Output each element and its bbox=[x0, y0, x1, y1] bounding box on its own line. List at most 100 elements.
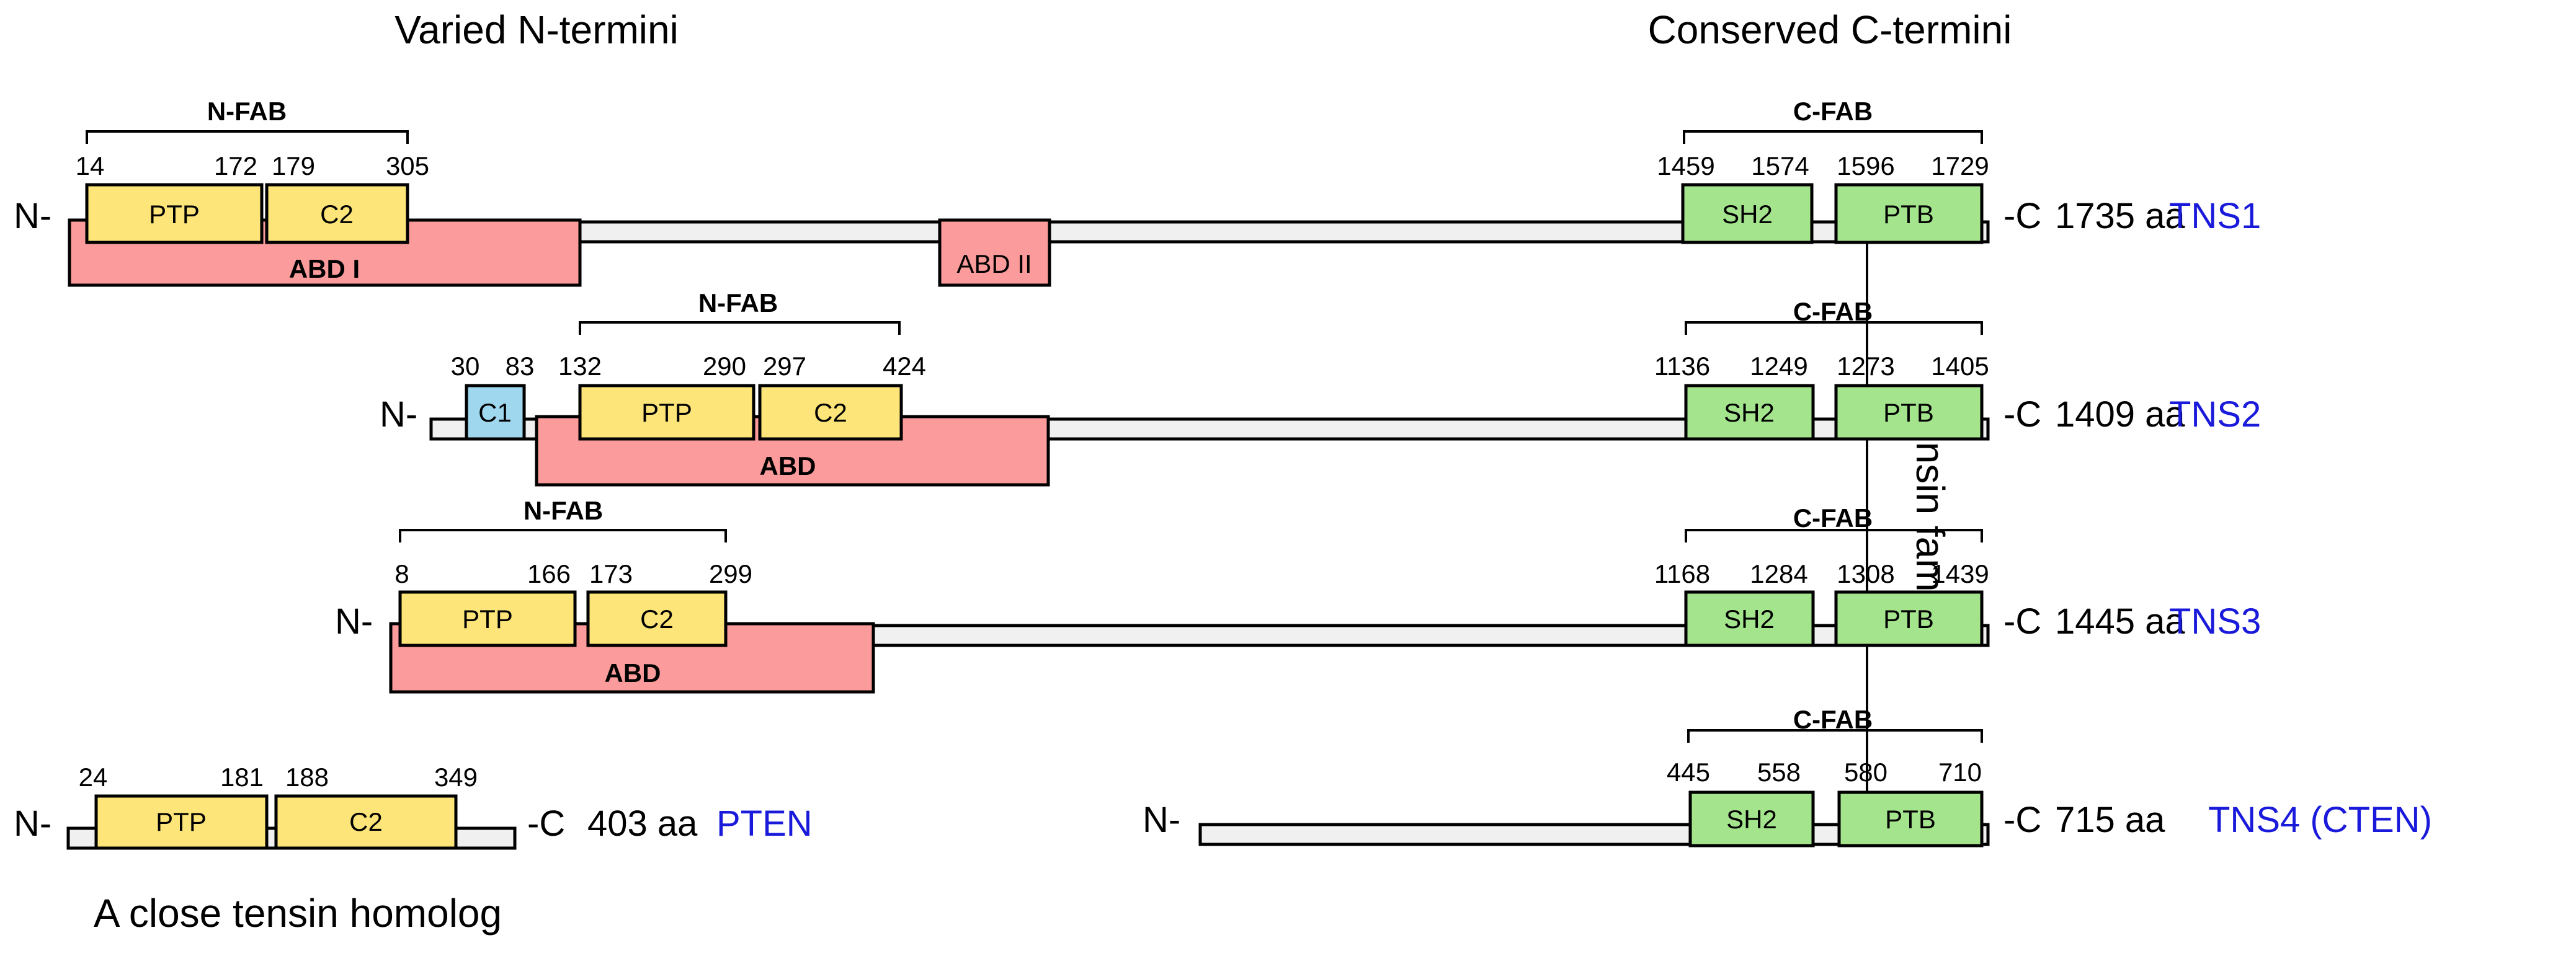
tns4-sh2-label: SH2 bbox=[1726, 805, 1777, 834]
tns2-c-fab-bracket bbox=[1685, 321, 1983, 335]
tns1-c-terminus: -C bbox=[2003, 196, 2041, 236]
pten-ptp-label: PTP bbox=[156, 807, 207, 836]
tns1-pos-sh2-start: 1459 bbox=[1657, 151, 1714, 180]
header-close-tensin-homolog: A close tensin homolog bbox=[94, 891, 502, 936]
tns4-sh2-domain bbox=[1688, 790, 1815, 848]
tns2-name: TNS2 bbox=[2169, 394, 2261, 435]
pten-pos-c2-start: 188 bbox=[285, 763, 329, 792]
row-tns3: ABD PTP C2 N-FAB 8 166 173 299 SH2 PTB C… bbox=[335, 496, 2261, 694]
tns1-n-fab-label: N-FAB bbox=[207, 97, 287, 126]
tns2-pos-ptb-end: 1405 bbox=[1931, 352, 1989, 381]
tns1-pos-c2-start: 179 bbox=[272, 151, 315, 180]
tns4-length: 715 aa bbox=[2055, 800, 2165, 840]
tns1-pos-sh2-end: 1574 bbox=[1751, 151, 1809, 180]
pten-ptp-domain bbox=[94, 794, 269, 850]
tns3-pos-c2-start: 173 bbox=[589, 559, 633, 588]
tns3-pos-sh2-end: 1284 bbox=[1750, 559, 1807, 588]
tns1-pos-ptb-start: 1596 bbox=[1837, 151, 1894, 180]
tns2-length: 1409 aa bbox=[2055, 394, 2185, 435]
tns1-abd-i-label: ABD I bbox=[289, 254, 360, 283]
tns2-sh2-label: SH2 bbox=[1724, 398, 1775, 427]
pten-c2-label: C2 bbox=[349, 807, 383, 836]
tns3-pos-ptp-end: 166 bbox=[527, 559, 571, 588]
tns4-c-fab-bracket bbox=[1687, 729, 1983, 743]
tns4-pos-ptb-start: 580 bbox=[1844, 758, 1887, 787]
tns2-n-terminus: N- bbox=[380, 394, 417, 435]
tns1-pos-ptp-start: 14 bbox=[76, 151, 105, 180]
tns4-pos-ptb-end: 710 bbox=[1938, 758, 1982, 787]
header-varied-n-termini: Varied N-termini bbox=[394, 7, 679, 52]
tns1-c-fab-bracket bbox=[1683, 130, 1983, 144]
tns3-c2-domain bbox=[586, 590, 728, 647]
pten-c2-domain bbox=[274, 794, 458, 850]
tns3-pos-c2-end: 299 bbox=[709, 559, 752, 588]
tns4-n-terminus: N- bbox=[1143, 800, 1180, 840]
header-conserved-c-termini: Conserved C-termini bbox=[1648, 7, 2012, 52]
tns1-ptp-domain bbox=[85, 183, 264, 244]
tns2-c-terminus: -C bbox=[2003, 394, 2041, 435]
tns1-c-fab-label: C-FAB bbox=[1793, 97, 1873, 126]
tns4-c-terminus: -C bbox=[2003, 800, 2041, 840]
tns1-ptb-domain bbox=[1834, 183, 1984, 244]
tns4-name: TNS4 (CTEN) bbox=[2208, 800, 2432, 840]
row-tns2: ABD C1 30 83 PTP C2 N-FAB 132 290 297 42… bbox=[380, 288, 2261, 487]
pten-pos-ptp-end: 181 bbox=[220, 763, 264, 792]
pten-c-terminus: -C bbox=[527, 803, 565, 844]
tns3-sh2-label: SH2 bbox=[1724, 604, 1775, 634]
tns4-pos-sh2-start: 445 bbox=[1667, 758, 1710, 787]
tns2-pos-sh2-end: 1249 bbox=[1750, 352, 1807, 381]
tns3-length: 1445 aa bbox=[2055, 601, 2185, 642]
tns3-pos-sh2-start: 1168 bbox=[1654, 559, 1710, 588]
tns1-length: 1735 aa bbox=[2055, 196, 2185, 236]
tns1-c2-label: C2 bbox=[320, 200, 354, 229]
tns3-backbone bbox=[871, 624, 1990, 647]
tns4-ptb-label: PTB bbox=[1885, 805, 1936, 834]
tns1-sh2-label: SH2 bbox=[1722, 200, 1773, 229]
tns2-pos-ptp-start: 132 bbox=[558, 352, 602, 381]
tns1-pos-c2-end: 305 bbox=[386, 151, 429, 180]
tns3-n-terminus: N- bbox=[335, 601, 373, 642]
tns1-name: TNS1 bbox=[2169, 196, 2261, 236]
tns2-c1-label: C1 bbox=[478, 398, 512, 427]
tns2-ptb-label: PTB bbox=[1883, 398, 1934, 427]
tns4-c-fab-label: C-FAB bbox=[1793, 705, 1873, 734]
tns3-c2-label: C2 bbox=[640, 604, 674, 634]
tns2-c-fab-label: C-FAB bbox=[1793, 297, 1873, 326]
tns3-ptp-label: PTP bbox=[462, 604, 513, 634]
pten-n-terminus: N- bbox=[14, 803, 51, 844]
row-tns1: ABD I ABD II PTP C2 N-FAB 14 172 179 305… bbox=[14, 97, 2261, 287]
tns3-n-fab-label: N-FAB bbox=[524, 496, 603, 525]
pten-pos-ptp-start: 24 bbox=[79, 763, 108, 792]
row-pten: PTP C2 24 181 188 349 N- -C 403 aa PTEN bbox=[14, 763, 813, 850]
tns4-ptb-domain bbox=[1837, 790, 1984, 848]
tns3-c-fab-bracket bbox=[1685, 529, 1983, 542]
tns2-n-fab-label: N-FAB bbox=[698, 288, 778, 317]
tns4-pos-sh2-end: 558 bbox=[1757, 758, 1801, 787]
tns2-pos-c2-start: 297 bbox=[763, 352, 806, 381]
tns2-pos-sh2-start: 1136 bbox=[1654, 352, 1710, 381]
tns2-pos-c1-start: 30 bbox=[451, 352, 480, 381]
tns1-abd-ii-label: ABD II bbox=[956, 249, 1032, 278]
tns2-sh2-domain bbox=[1684, 384, 1815, 441]
tns2-c1-domain bbox=[465, 384, 526, 441]
tns3-pos-ptb-start: 1308 bbox=[1837, 559, 1894, 588]
tns1-c2-domain bbox=[265, 183, 409, 244]
tns3-abd-label: ABD bbox=[605, 658, 661, 688]
tns1-n-fab-bracket bbox=[86, 130, 409, 144]
tns3-ptb-label: PTB bbox=[1883, 604, 1934, 634]
tns2-ptp-label: PTP bbox=[641, 398, 692, 427]
pten-pos-c2-end: 349 bbox=[434, 763, 478, 792]
tns1-ptb-label: PTB bbox=[1883, 200, 1934, 229]
tns2-pos-c1-end: 83 bbox=[506, 352, 535, 381]
tns2-n-fab-bracket bbox=[579, 321, 901, 335]
tns3-sh2-domain bbox=[1684, 590, 1815, 647]
tns2-abd-label: ABD bbox=[760, 451, 816, 480]
pten-name: PTEN bbox=[716, 803, 813, 844]
tns1-sh2-domain bbox=[1681, 183, 1814, 244]
tns1-n-terminus: N- bbox=[14, 196, 51, 236]
tns3-c-terminus: -C bbox=[2003, 601, 2041, 642]
tns2-pos-ptp-end: 290 bbox=[703, 352, 746, 381]
tns2-pos-c2-end: 424 bbox=[883, 352, 926, 381]
